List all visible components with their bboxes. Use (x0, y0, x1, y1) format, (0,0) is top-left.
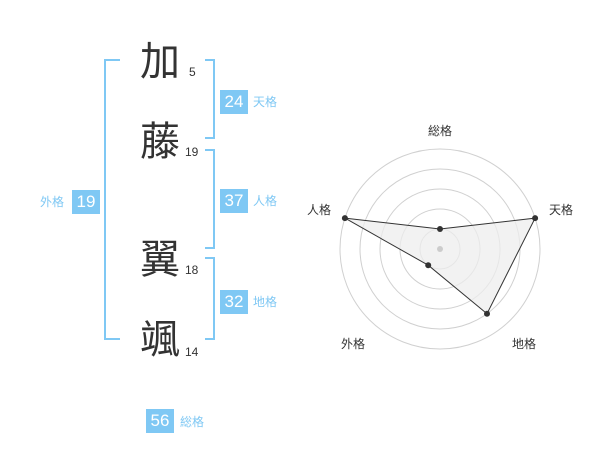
gaikaku-label: 外格 (40, 195, 65, 209)
radar-point-4 (425, 262, 432, 269)
radar-axis-label-jinkaku: 人格 (307, 203, 332, 217)
stroke-count-3: 18 (185, 263, 199, 277)
stroke-count-4: 14 (185, 345, 199, 359)
radar-point-2 (532, 215, 539, 222)
radar-polygon (344, 217, 536, 315)
tenkaku-label: 天格 (253, 95, 278, 109)
chikaku-label: 地格 (253, 295, 278, 309)
radar-point-5 (341, 215, 348, 222)
radar-axis-label-tenkaku: 天格 (549, 203, 574, 217)
tenkaku-bracket (205, 59, 215, 139)
radar-point-3 (484, 310, 490, 317)
radar-axis-label-soukaku: 総格 (428, 124, 453, 138)
radar-point-1 (437, 226, 443, 232)
radar-axis-label-gaikaku: 外格 (341, 337, 366, 351)
name-char-2: 藤 (140, 119, 180, 165)
chikaku-bracket (205, 257, 215, 340)
jinkaku-label: 人格 (253, 194, 278, 208)
jinkaku-bracket (205, 149, 215, 249)
tenkaku-value: 24 (220, 90, 248, 114)
radar-axis-label-chikaku: 地格 (512, 337, 537, 351)
stroke-count-1: 5 (189, 65, 196, 79)
name-char-1: 加 (140, 39, 180, 85)
soukaku-label: 総格 (180, 415, 205, 429)
stroke-count-2: 19 (185, 145, 199, 159)
radar-center-dot (437, 246, 443, 252)
name-char-3: 翼 (140, 237, 180, 283)
name-char-4: 颯 (140, 317, 180, 363)
gaikaku-bracket (104, 59, 120, 340)
soukaku-value: 56 (146, 409, 174, 433)
radar-grid-ring (339, 148, 541, 350)
jinkaku-value: 37 (220, 189, 248, 213)
gaikaku-value: 19 (72, 190, 100, 214)
chikaku-value: 32 (220, 290, 248, 314)
